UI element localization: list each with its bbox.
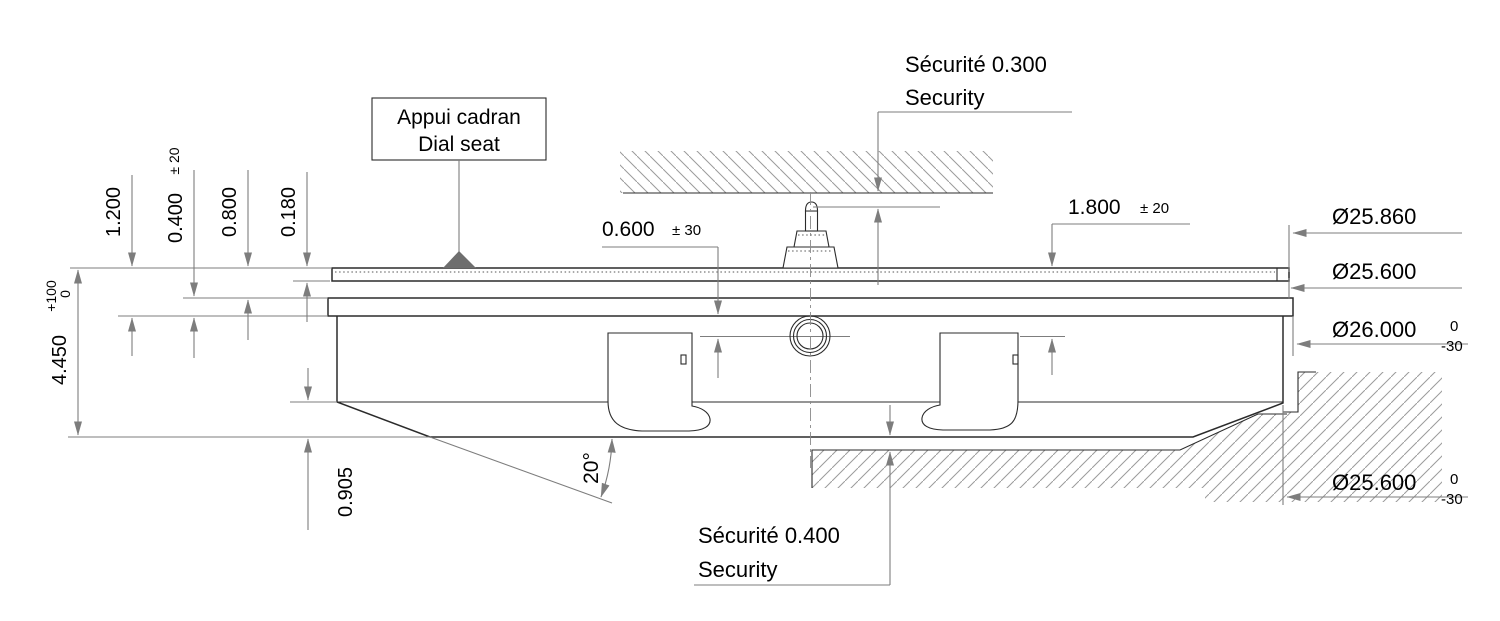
left-pocket-detail xyxy=(680,354,687,365)
dim-1200-label: 1.200 xyxy=(103,187,125,237)
diameter-26000-tol-lower: -30 xyxy=(1441,338,1463,355)
dial-seat-marker-icon xyxy=(443,251,476,268)
diameter-25600-lower-tol-lower: -30 xyxy=(1441,491,1463,508)
dim-0400-label: 0.400 xyxy=(165,193,187,243)
dim-0180-label: 0.180 xyxy=(278,187,300,237)
diameter-25600-lower-tol-upper: 0 xyxy=(1450,471,1458,488)
angle-arc xyxy=(600,438,616,498)
case-back-bottom-section xyxy=(811,371,1442,502)
dial-seat-label-en: Dial seat xyxy=(418,133,500,156)
security-bottom-label-en: Security xyxy=(698,557,777,582)
dim-0400-tolerance: ± 20 xyxy=(166,147,182,174)
dimension-0600: 0.600 ± 30 xyxy=(602,218,723,378)
dim-4450-label: 4.450 xyxy=(49,335,71,385)
right-pocket-detail xyxy=(1012,354,1019,365)
dim-4450-tol-lower: 0 xyxy=(57,290,73,298)
dim-4450-tol-upper: +100 xyxy=(43,280,59,312)
dim-1800-label: 1.800 xyxy=(1068,196,1121,219)
angle-extension-line xyxy=(429,436,613,504)
dim-0600-tolerance: ± 30 xyxy=(672,222,701,239)
left-pocket-cutout xyxy=(607,332,711,432)
diameter-25860-label: Ø25.860 xyxy=(1332,204,1416,229)
dimension-0400: 0.400 ± 20 xyxy=(165,147,199,358)
diameter-25600-upper-label: Ø25.600 xyxy=(1332,259,1416,284)
dim-angle-label: 20° xyxy=(580,452,603,484)
dimension-20-degree-angle: 20° xyxy=(429,436,616,504)
right-pocket-cutout xyxy=(921,332,1019,431)
diameter-25600-lower-label: Ø25.600 xyxy=(1332,470,1416,495)
center-jewel-tube xyxy=(700,315,850,357)
left-reference-lines xyxy=(68,267,430,438)
post-tip-dome xyxy=(804,201,819,212)
case-middle-top-section xyxy=(620,151,993,194)
diameter-26000-label: Ø26.000 xyxy=(1332,317,1416,342)
dim-0800-label: 0.800 xyxy=(219,187,241,237)
dimension-4450-total-height: 4.450 +100 0 xyxy=(43,269,83,436)
diameter-26000-tol-upper: 0 xyxy=(1450,318,1458,335)
dim-0905-label: 0.905 xyxy=(335,467,357,517)
diameter-dimensions: Ø25.860 Ø25.600 Ø26.000 0 -30 Ø25.600 0 … xyxy=(1282,204,1468,508)
dimension-0905: 0.905 xyxy=(303,368,357,530)
security-top-label-en: Security xyxy=(905,85,984,110)
center-post xyxy=(782,201,839,269)
security-bottom-label-fr: Sécurité 0.400 xyxy=(698,523,840,548)
dim-1800-tolerance: ± 20 xyxy=(1140,200,1169,217)
main-plate xyxy=(336,316,1284,438)
security-top-label-fr: Sécurité 0.300 xyxy=(905,52,1047,77)
dim-0600-label: 0.600 xyxy=(602,218,655,241)
dial-seat-callout: Appui cadran Dial seat xyxy=(371,97,547,268)
dimension-1200: 1.200 xyxy=(103,175,137,356)
security-bottom-annotation: Sécurité 0.400 Security xyxy=(694,405,895,586)
dimension-1800: 1.800 ± 20 xyxy=(1020,196,1190,375)
dimension-0180: 0.180 xyxy=(278,172,312,322)
dial-seat-label-fr: Appui cadran xyxy=(397,106,521,129)
dimension-0800: 0.800 xyxy=(219,170,253,340)
security-top-annotation: Sécurité 0.300 Security xyxy=(813,52,1072,285)
